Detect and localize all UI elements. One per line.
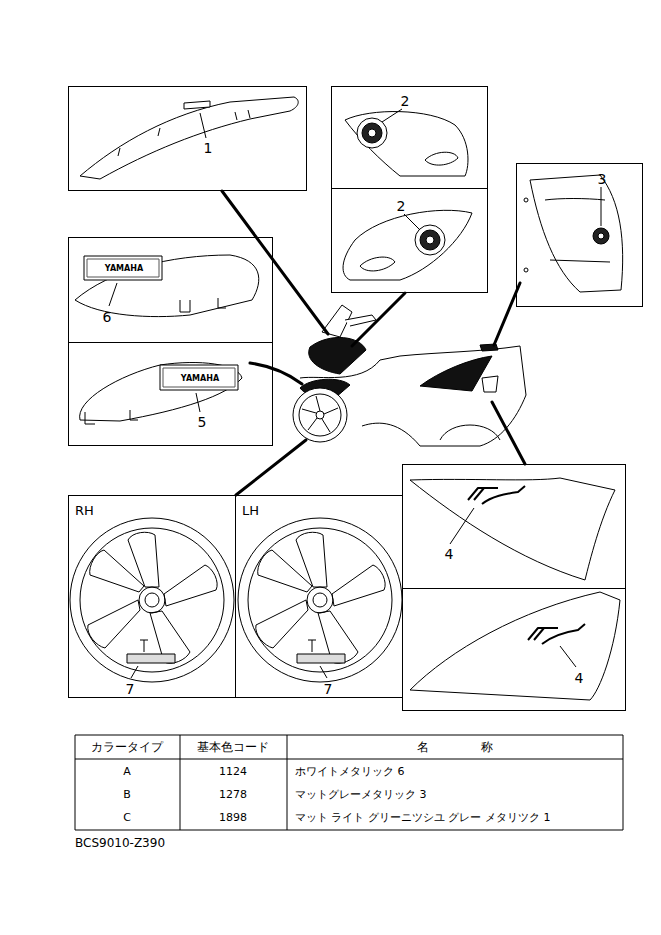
figure-code: BCS9010-Z390 xyxy=(75,837,165,849)
callout-number: 4 xyxy=(575,671,584,685)
callout-number: 2 xyxy=(397,199,406,213)
table-cell: 1278 xyxy=(219,789,247,800)
callout-number: 7 xyxy=(324,682,333,696)
part-panel: 4 xyxy=(402,588,626,711)
table-cell: ホワイトメタリック 6 xyxy=(295,766,405,777)
callout-number: 2 xyxy=(401,94,410,108)
part-panel: 3 xyxy=(516,163,643,307)
part-panel: 4 xyxy=(402,464,626,589)
table-cell: 1898 xyxy=(219,812,247,823)
table-cell: C xyxy=(123,812,131,823)
side-label: RH xyxy=(75,504,94,517)
part-panel: YAMAHA 5 xyxy=(68,342,273,446)
callout-number: 4 xyxy=(445,547,454,561)
callout-number: 5 xyxy=(198,415,207,429)
part-panel: 2 xyxy=(331,86,488,189)
decal-text: YAMAHA xyxy=(105,265,143,273)
part-panel: RH 7 xyxy=(68,495,236,698)
callout-number: 3 xyxy=(598,172,607,186)
table-header: 名 称 xyxy=(417,741,493,753)
decal-text: YAMAHA xyxy=(181,375,219,383)
table-cell: B xyxy=(123,789,131,800)
callout-number: 7 xyxy=(126,682,135,696)
table-cell: マット ライト グリーニツシユ グレー メタリツク 1 xyxy=(295,812,550,823)
table-cell: マットグレーメタリック 3 xyxy=(295,789,427,800)
table-header: カラータイプ xyxy=(91,741,163,753)
part-panel: YAMAHA 6 xyxy=(68,237,273,343)
part-panel: 2 xyxy=(331,188,488,293)
part-panel: LH 7 xyxy=(235,495,403,698)
table-cell: A xyxy=(123,766,131,777)
callout-number: 1 xyxy=(204,141,213,155)
table-cell: 1124 xyxy=(219,766,247,777)
callout-number: 6 xyxy=(103,310,112,324)
side-label: LH xyxy=(242,504,259,517)
part-panel: 1 xyxy=(68,86,307,191)
table-header: 基本色コード xyxy=(197,741,269,753)
